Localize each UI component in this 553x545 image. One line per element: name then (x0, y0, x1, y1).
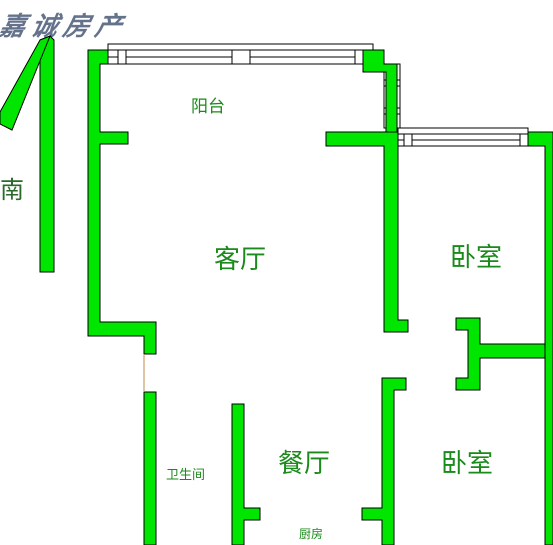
compass-south-label: 南 (0, 176, 24, 204)
room-label-living-room: 客厅 (214, 245, 267, 275)
bedroom-window (397, 127, 529, 147)
room-label-bathroom: 卫生间 (166, 468, 206, 483)
room-label-bedroom-north: 卧室 (450, 243, 503, 273)
balcony-window (107, 43, 374, 65)
room-label-dining-room: 餐厅 (278, 449, 331, 479)
room-label-bedroom-south: 卧室 (441, 449, 494, 479)
walls (87, 49, 553, 545)
compass-arrow-icon (0, 35, 55, 273)
room-label-balcony: 阳台 (191, 97, 225, 117)
room-label-kitchen: 厨房 (299, 527, 324, 541)
